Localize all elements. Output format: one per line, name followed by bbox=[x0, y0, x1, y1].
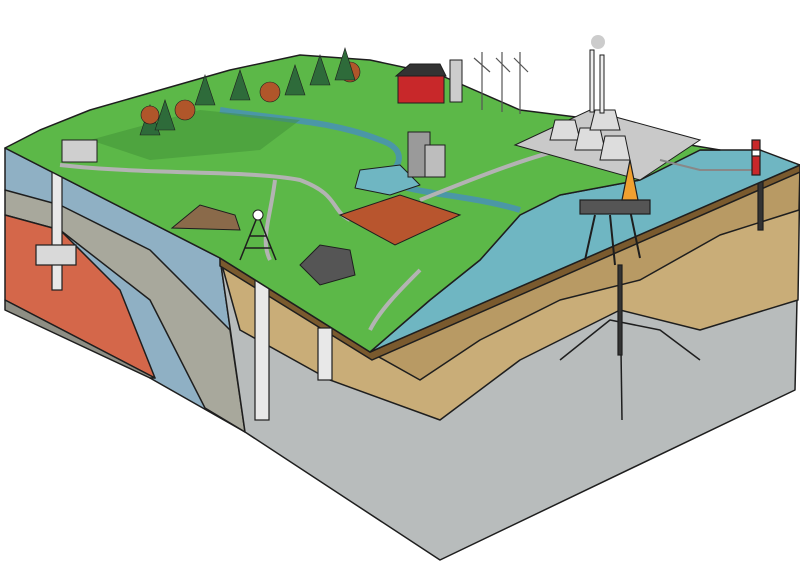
tree-icon bbox=[334, 46, 356, 81]
road-main bbox=[59, 163, 351, 222]
cooling-tower-icon bbox=[574, 127, 606, 151]
roads bbox=[59, 148, 561, 331]
farm bbox=[394, 59, 463, 104]
left-face bbox=[4, 147, 246, 433]
cooling-tower-icon bbox=[599, 135, 631, 161]
tree-icon bbox=[309, 54, 331, 86]
lighthouse-icon bbox=[751, 139, 761, 176]
mine-shafts bbox=[35, 169, 764, 421]
spoil-heap bbox=[170, 204, 241, 231]
oil-rig-deck bbox=[579, 199, 651, 215]
oil-rig-derrick bbox=[621, 159, 639, 201]
offshore bbox=[579, 139, 761, 266]
autumn-tree-icon bbox=[174, 99, 196, 121]
cooling-tower-icon bbox=[589, 109, 621, 131]
factory-sheds bbox=[338, 194, 462, 246]
front-mine-chamber bbox=[317, 327, 333, 381]
tree-icon bbox=[194, 74, 216, 106]
factory-building bbox=[61, 139, 98, 163]
tree-icon bbox=[284, 64, 306, 96]
city bbox=[61, 131, 446, 178]
industry bbox=[170, 194, 462, 286]
smoke-icon bbox=[591, 35, 605, 49]
tree-icon bbox=[229, 69, 251, 101]
road-south bbox=[368, 268, 422, 331]
pipeline bbox=[659, 159, 760, 171]
forest bbox=[139, 46, 361, 136]
tree-icon bbox=[154, 99, 176, 131]
top-surface bbox=[4, 54, 800, 353]
lighthouse-well bbox=[757, 179, 764, 231]
left-mine-shaft bbox=[51, 169, 63, 291]
road-mine bbox=[263, 179, 277, 261]
cooling-tower-icon bbox=[549, 119, 581, 141]
wind-turbines bbox=[473, 52, 529, 114]
autumn-tree-icon bbox=[140, 105, 160, 125]
oil-rig-icon bbox=[584, 209, 641, 266]
lighthouse-stripe bbox=[751, 149, 761, 157]
turbine-blades bbox=[473, 52, 529, 73]
barn-roof bbox=[394, 63, 447, 77]
lake bbox=[354, 164, 421, 196]
left-mine-gallery bbox=[35, 244, 77, 266]
headframe-wheel bbox=[252, 209, 264, 221]
coal-heap bbox=[299, 244, 356, 286]
city-building bbox=[424, 144, 446, 178]
front-mine-shaft bbox=[254, 279, 270, 421]
hill-shadow bbox=[90, 110, 300, 160]
silo-icon bbox=[449, 59, 463, 103]
anticline-line bbox=[559, 319, 701, 361]
chimney-icon bbox=[599, 54, 605, 114]
chimney-icon bbox=[589, 49, 595, 113]
farm-barn bbox=[397, 74, 445, 104]
oil-well-pipe bbox=[617, 264, 623, 356]
autumn-tree-icon bbox=[259, 81, 281, 103]
power-plant bbox=[513, 35, 702, 181]
left-face-bottom bbox=[4, 299, 156, 379]
